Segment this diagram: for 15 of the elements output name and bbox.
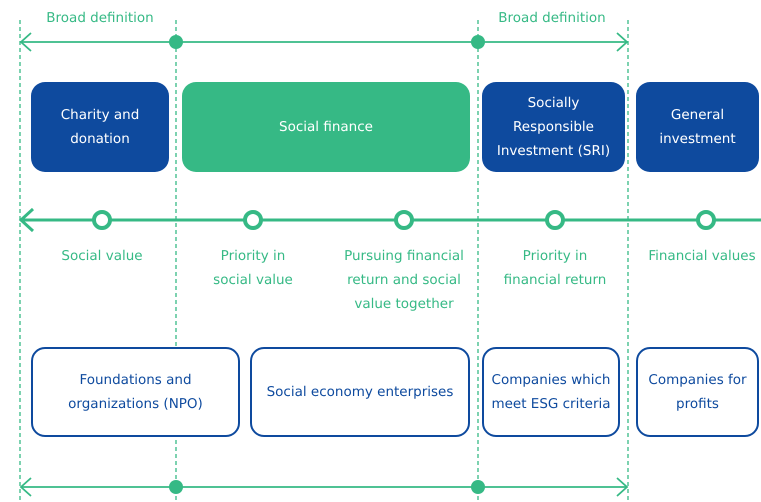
category-box: Charity and donation [31, 82, 169, 172]
axis-label: Pursuing financial return and social value together [343, 247, 465, 314]
category-box: Social finance [182, 82, 470, 172]
axis-label: Priority in financial return [502, 247, 608, 290]
definition-label: Broad definition [45, 9, 155, 28]
axis-label: Financial values [647, 247, 757, 266]
example-box: Companies which meet ESG criteria [482, 347, 620, 437]
axis-label: Social value [60, 247, 144, 266]
definition-label: Broad definition [497, 9, 607, 28]
axis-label: Priority in social value [212, 247, 294, 290]
example-box: Social economy enterprises [250, 347, 470, 437]
category-box: General investment [636, 82, 759, 172]
example-box: Foundations and organizations (NPO) [31, 347, 240, 437]
example-box: Companies for profits [636, 347, 759, 437]
category-box: Socially Responsible Investment (SRI) [482, 82, 625, 172]
